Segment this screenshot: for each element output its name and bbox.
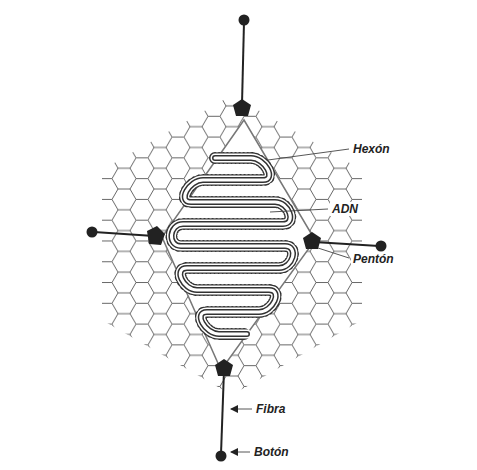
dna-strand xyxy=(171,158,293,334)
penton-label: Pentón xyxy=(351,252,396,266)
hexon-lattice xyxy=(90,85,380,405)
leader-lines xyxy=(231,149,349,452)
pentons xyxy=(147,99,321,376)
dna-label: ADN xyxy=(330,202,360,216)
knobs xyxy=(87,15,387,462)
hexon-label: Hexón xyxy=(351,142,392,156)
capsid-section xyxy=(162,120,315,370)
knob-label: Botón xyxy=(252,445,291,459)
fiber-label: Fibra xyxy=(254,402,287,416)
fibers xyxy=(94,22,379,454)
